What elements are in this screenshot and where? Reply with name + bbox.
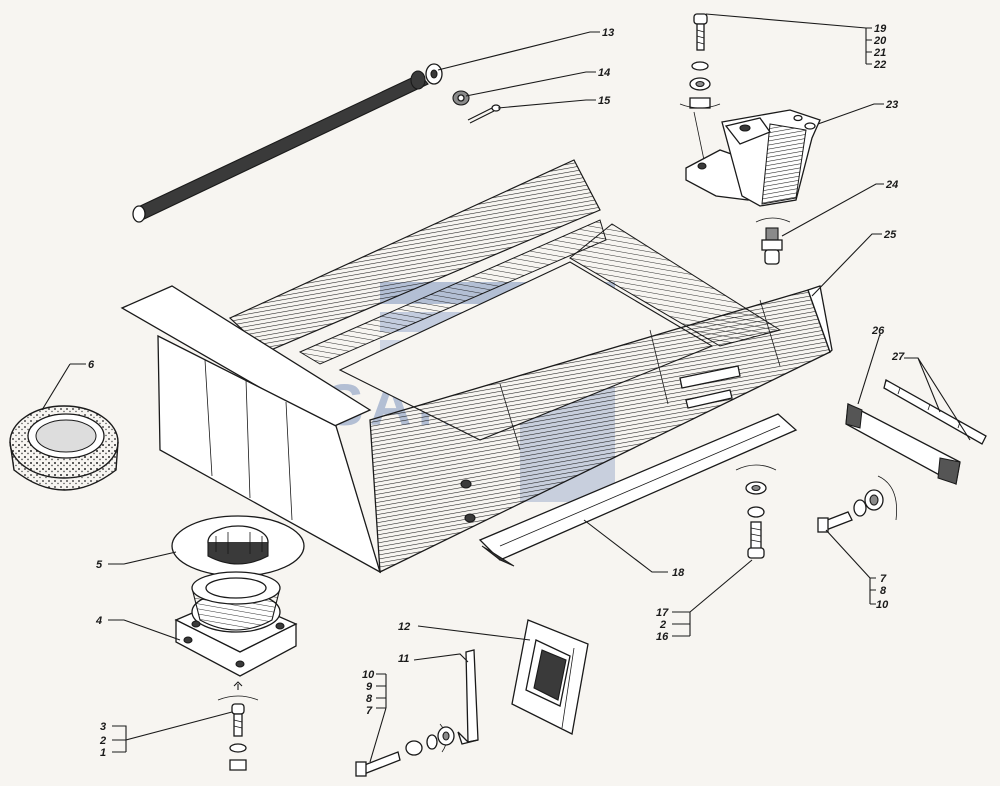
callout-10-left: 10 xyxy=(362,669,375,681)
callout-5: 5 xyxy=(96,559,103,571)
callout-24: 24 xyxy=(885,179,898,191)
disc-part-5 xyxy=(171,515,305,577)
callout-1: 1 xyxy=(100,747,106,759)
callout-14: 14 xyxy=(598,67,610,79)
callout-10-right: 10 xyxy=(876,599,889,611)
callout-15: 15 xyxy=(598,95,611,107)
callout-21: 21 xyxy=(873,47,886,59)
callout-11: 11 xyxy=(398,653,409,665)
stud-part-24 xyxy=(755,217,791,265)
leader-lines xyxy=(41,13,971,763)
ring-part-6 xyxy=(9,405,119,491)
callout-7-left: 7 xyxy=(366,705,373,717)
rod-part-13 xyxy=(132,63,443,223)
callout-20: 20 xyxy=(873,35,887,47)
callout-7-right: 7 xyxy=(880,573,887,585)
callout-4: 4 xyxy=(95,615,102,627)
cotter-pin-part-15 xyxy=(467,104,501,124)
callout-8-left: 8 xyxy=(366,693,373,705)
callout-labels: 13 14 15 19 20 21 22 23 24 25 26 27 6 5 … xyxy=(88,23,905,759)
callout-27: 27 xyxy=(891,351,905,363)
callout-26: 26 xyxy=(871,325,885,337)
callout-9: 9 xyxy=(366,681,373,693)
plate-part-12 xyxy=(511,619,589,735)
bolt-set-right xyxy=(817,475,897,533)
bracket-part-23 xyxy=(685,109,821,207)
plate-part-26 xyxy=(845,402,961,486)
callout-22: 22 xyxy=(873,59,886,71)
callout-12: 12 xyxy=(398,621,410,633)
callout-19: 19 xyxy=(874,23,887,35)
bolt-stack-part-19-22 xyxy=(679,13,721,161)
callout-3: 3 xyxy=(100,721,106,733)
housing-part-4 xyxy=(174,571,298,677)
trough-body-part-25 xyxy=(120,159,833,574)
bolt-stack-middle xyxy=(735,464,777,559)
callout-17: 17 xyxy=(656,607,669,619)
bolt-set-bottom xyxy=(355,726,455,777)
nut-part-14 xyxy=(452,90,470,106)
callout-25: 25 xyxy=(883,229,897,241)
callout-16: 16 xyxy=(656,631,669,643)
rail-part-18 xyxy=(478,413,798,567)
bolt-stack-bottom-left xyxy=(217,681,259,771)
bracket-part-11 xyxy=(439,649,479,753)
callout-23: 23 xyxy=(885,99,898,111)
callout-13: 13 xyxy=(602,27,614,39)
callout-6: 6 xyxy=(88,359,95,371)
callout-2-left: 2 xyxy=(99,735,106,747)
callout-2-mid: 2 xyxy=(659,619,666,631)
callout-8-right: 8 xyxy=(880,585,887,597)
callout-18: 18 xyxy=(672,567,685,579)
